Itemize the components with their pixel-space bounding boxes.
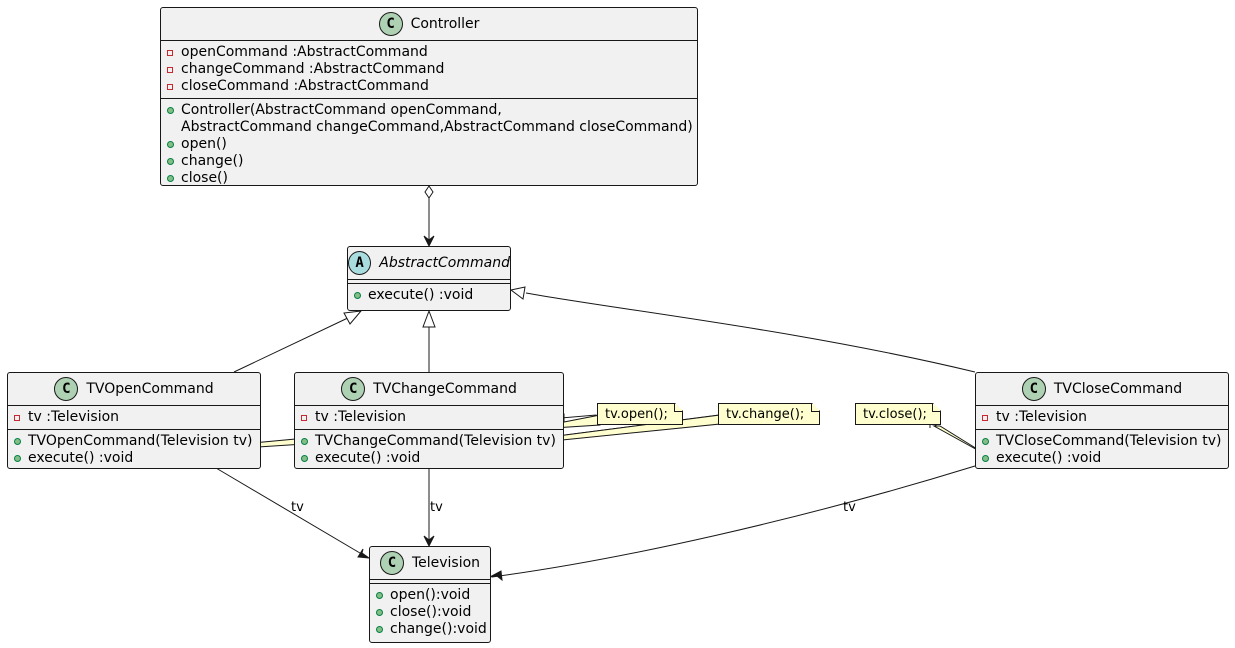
class-icon: C <box>54 377 79 401</box>
edge-label-open-tv: tv <box>291 500 304 515</box>
field-list: tv :Television <box>976 405 1228 429</box>
method-list: TVCloseCommand(Television tv) execute() … <box>976 429 1228 470</box>
aggregation-diamond <box>424 185 434 199</box>
field: tv :Television <box>301 409 563 426</box>
method: execute() :void <box>14 450 260 467</box>
public-marker-icon <box>167 158 174 165</box>
note-close: tv.close(); <box>855 403 941 425</box>
class-tv-open-command: C TVOpenCommand tv :Television TVOpenCom… <box>7 372 261 469</box>
public-marker-icon <box>354 292 361 299</box>
inherit-triangle-open <box>343 310 363 325</box>
field: tv :Television <box>14 409 260 426</box>
method: TVChangeCommand(Television tv) <box>301 433 563 450</box>
field-list <box>348 279 510 283</box>
method-list: TVChangeCommand(Television tv) execute()… <box>295 429 563 470</box>
class-television: C Television open():void close():void ch… <box>369 546 491 643</box>
note-fold <box>811 404 819 412</box>
method: change() <box>167 153 697 170</box>
note-fold <box>674 404 682 412</box>
class-header: C TVCloseCommand <box>976 373 1228 405</box>
field: tv :Television <box>982 409 1228 426</box>
public-marker-icon <box>982 455 989 462</box>
note-fold <box>932 404 940 412</box>
edge-close-inherits <box>525 292 976 373</box>
field-list: tv :Television <box>8 405 260 429</box>
class-tv-close-command: C TVCloseCommand tv :Television TVCloseC… <box>975 372 1229 469</box>
class-name: TVOpenCommand <box>86 381 214 397</box>
edge-close-television <box>491 465 976 578</box>
arrowhead-open-television <box>357 548 371 559</box>
arrowhead-close-television <box>489 570 503 582</box>
class-icon: C <box>341 377 366 401</box>
private-marker-icon <box>167 66 173 73</box>
edge-arrowhead-abstract <box>423 235 435 248</box>
arrowhead-change-television <box>423 535 435 548</box>
class-icon: C <box>378 12 403 36</box>
private-marker-icon <box>167 83 173 90</box>
public-marker-icon <box>167 141 174 148</box>
field-list: tv :Television <box>295 405 563 429</box>
private-marker-icon <box>167 49 173 56</box>
class-name: AbstractCommand <box>379 255 510 271</box>
class-icon: C <box>379 551 404 575</box>
public-marker-icon <box>14 455 21 462</box>
method-list: execute() :void <box>348 283 510 307</box>
class-header: C Controller <box>161 8 697 40</box>
inherit-triangle-close <box>509 286 526 300</box>
class-tv-change-command: C TVChangeCommand tv :Television TVChang… <box>294 372 564 469</box>
method: TVCloseCommand(Television tv) <box>982 433 1228 450</box>
public-marker-icon <box>301 438 308 445</box>
edge-open-television <box>215 467 366 557</box>
field: openCommand :AbstractCommand <box>167 44 697 61</box>
method-list: open():void close():void change():void <box>370 583 490 641</box>
method: change():void <box>376 621 490 638</box>
public-marker-icon <box>376 592 383 599</box>
edge-open-inherits <box>233 315 353 373</box>
method: open() <box>167 136 697 153</box>
class-name: Controller <box>410 16 480 32</box>
method-continuation: AbstractCommand changeCommand,AbstractCo… <box>181 119 693 135</box>
class-name: TVCloseCommand <box>1053 381 1183 397</box>
private-marker-icon <box>14 414 20 421</box>
public-marker-icon <box>14 438 21 445</box>
class-header: C Television <box>370 547 490 579</box>
method: execute() :void <box>354 287 510 304</box>
field-list <box>370 579 490 583</box>
private-marker-icon <box>982 414 988 421</box>
note-change: tv.change(); <box>718 403 820 425</box>
public-marker-icon <box>982 438 989 445</box>
class-controller: C Controller openCommand :AbstractComman… <box>160 7 698 186</box>
public-marker-icon <box>167 175 174 182</box>
field: changeCommand :AbstractCommand <box>167 61 697 78</box>
method: TVOpenCommand(Television tv) <box>14 433 260 450</box>
method: execute() :void <box>301 450 563 467</box>
method: close():void <box>376 604 490 621</box>
field: closeCommand :AbstractCommand <box>167 78 697 95</box>
class-name: Television <box>411 555 481 571</box>
edge-label-close-tv: tv <box>843 500 856 515</box>
class-header: C TVOpenCommand <box>8 373 260 405</box>
edge-label-change-tv: tv <box>430 500 443 515</box>
public-marker-icon <box>376 609 383 616</box>
class-header: C TVChangeCommand <box>295 373 563 405</box>
method-list: TVOpenCommand(Television tv) execute() :… <box>8 429 260 470</box>
method: close() <box>167 170 697 187</box>
class-icon: C <box>1021 377 1046 401</box>
field-list: openCommand :AbstractCommand changeComma… <box>161 40 697 98</box>
class-name: TVChangeCommand <box>373 381 517 397</box>
inherit-triangle-change <box>422 309 436 328</box>
abstract-class-icon: A <box>348 251 372 275</box>
class-abstract-command: A AbstractCommand execute() :void <box>347 246 511 311</box>
public-marker-icon <box>376 626 383 633</box>
method: open():void <box>376 587 490 604</box>
method: execute() :void <box>982 450 1228 467</box>
method-list: Controller(AbstractCommand openCommand, … <box>161 98 697 190</box>
note-open: tv.open(); <box>597 403 683 425</box>
method: Controller(AbstractCommand openCommand, <box>167 102 697 119</box>
private-marker-icon <box>301 414 307 421</box>
class-header: A AbstractCommand <box>348 247 510 279</box>
public-marker-icon <box>167 107 174 114</box>
public-marker-icon <box>301 455 308 462</box>
